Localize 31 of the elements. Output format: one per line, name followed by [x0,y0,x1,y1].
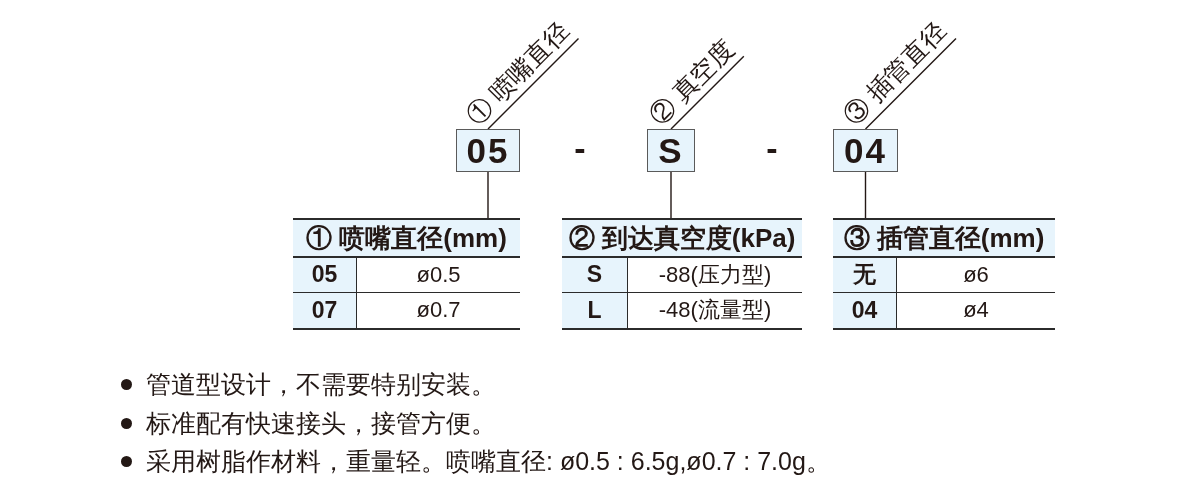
table-header: ① 喷嘴直径(mm) [293,220,520,258]
option-value: -48(流量型) [657,296,773,325]
option-code: S [562,258,628,293]
spec-table [562,218,802,330]
connector-line [487,171,489,219]
table-header: ② 到达真空度(kPa) [562,220,802,258]
bullet-text: 标准配有快速接头，接管方便。 [146,408,496,438]
option-code: L [562,292,628,328]
option-code: 无 [833,258,897,293]
spec-table [293,218,520,330]
option-value: ø4 [962,296,990,325]
leader-line [670,55,745,130]
option-code: 07 [293,292,357,328]
option-value: -88(压力型) [628,258,802,293]
connector-line [864,171,867,219]
option-value: ø0.7 [415,296,462,325]
code-box: S [647,129,695,172]
option-code: 04 [833,292,897,328]
connector-line [670,171,672,219]
code-separator: - [765,128,779,168]
option-code: 05 [293,258,357,293]
option-value: ø0.5 [357,258,520,293]
leader-line [864,37,957,130]
bullet-text: 管道型设计，不需要特别安装。 [146,369,496,399]
spec-table [833,218,1055,330]
leader-line [487,37,580,130]
table-header: ③ 插管直径(mm) [833,220,1055,258]
option-value: ø6 [897,258,1055,293]
code-box: 04 [833,129,898,172]
bullet-text: 采用树脂作材料，重量轻。喷嘴直径: ø0.5 : 6.5g,ø0.7 : 7.0g。 [146,446,831,476]
code-box: 05 [456,129,520,172]
